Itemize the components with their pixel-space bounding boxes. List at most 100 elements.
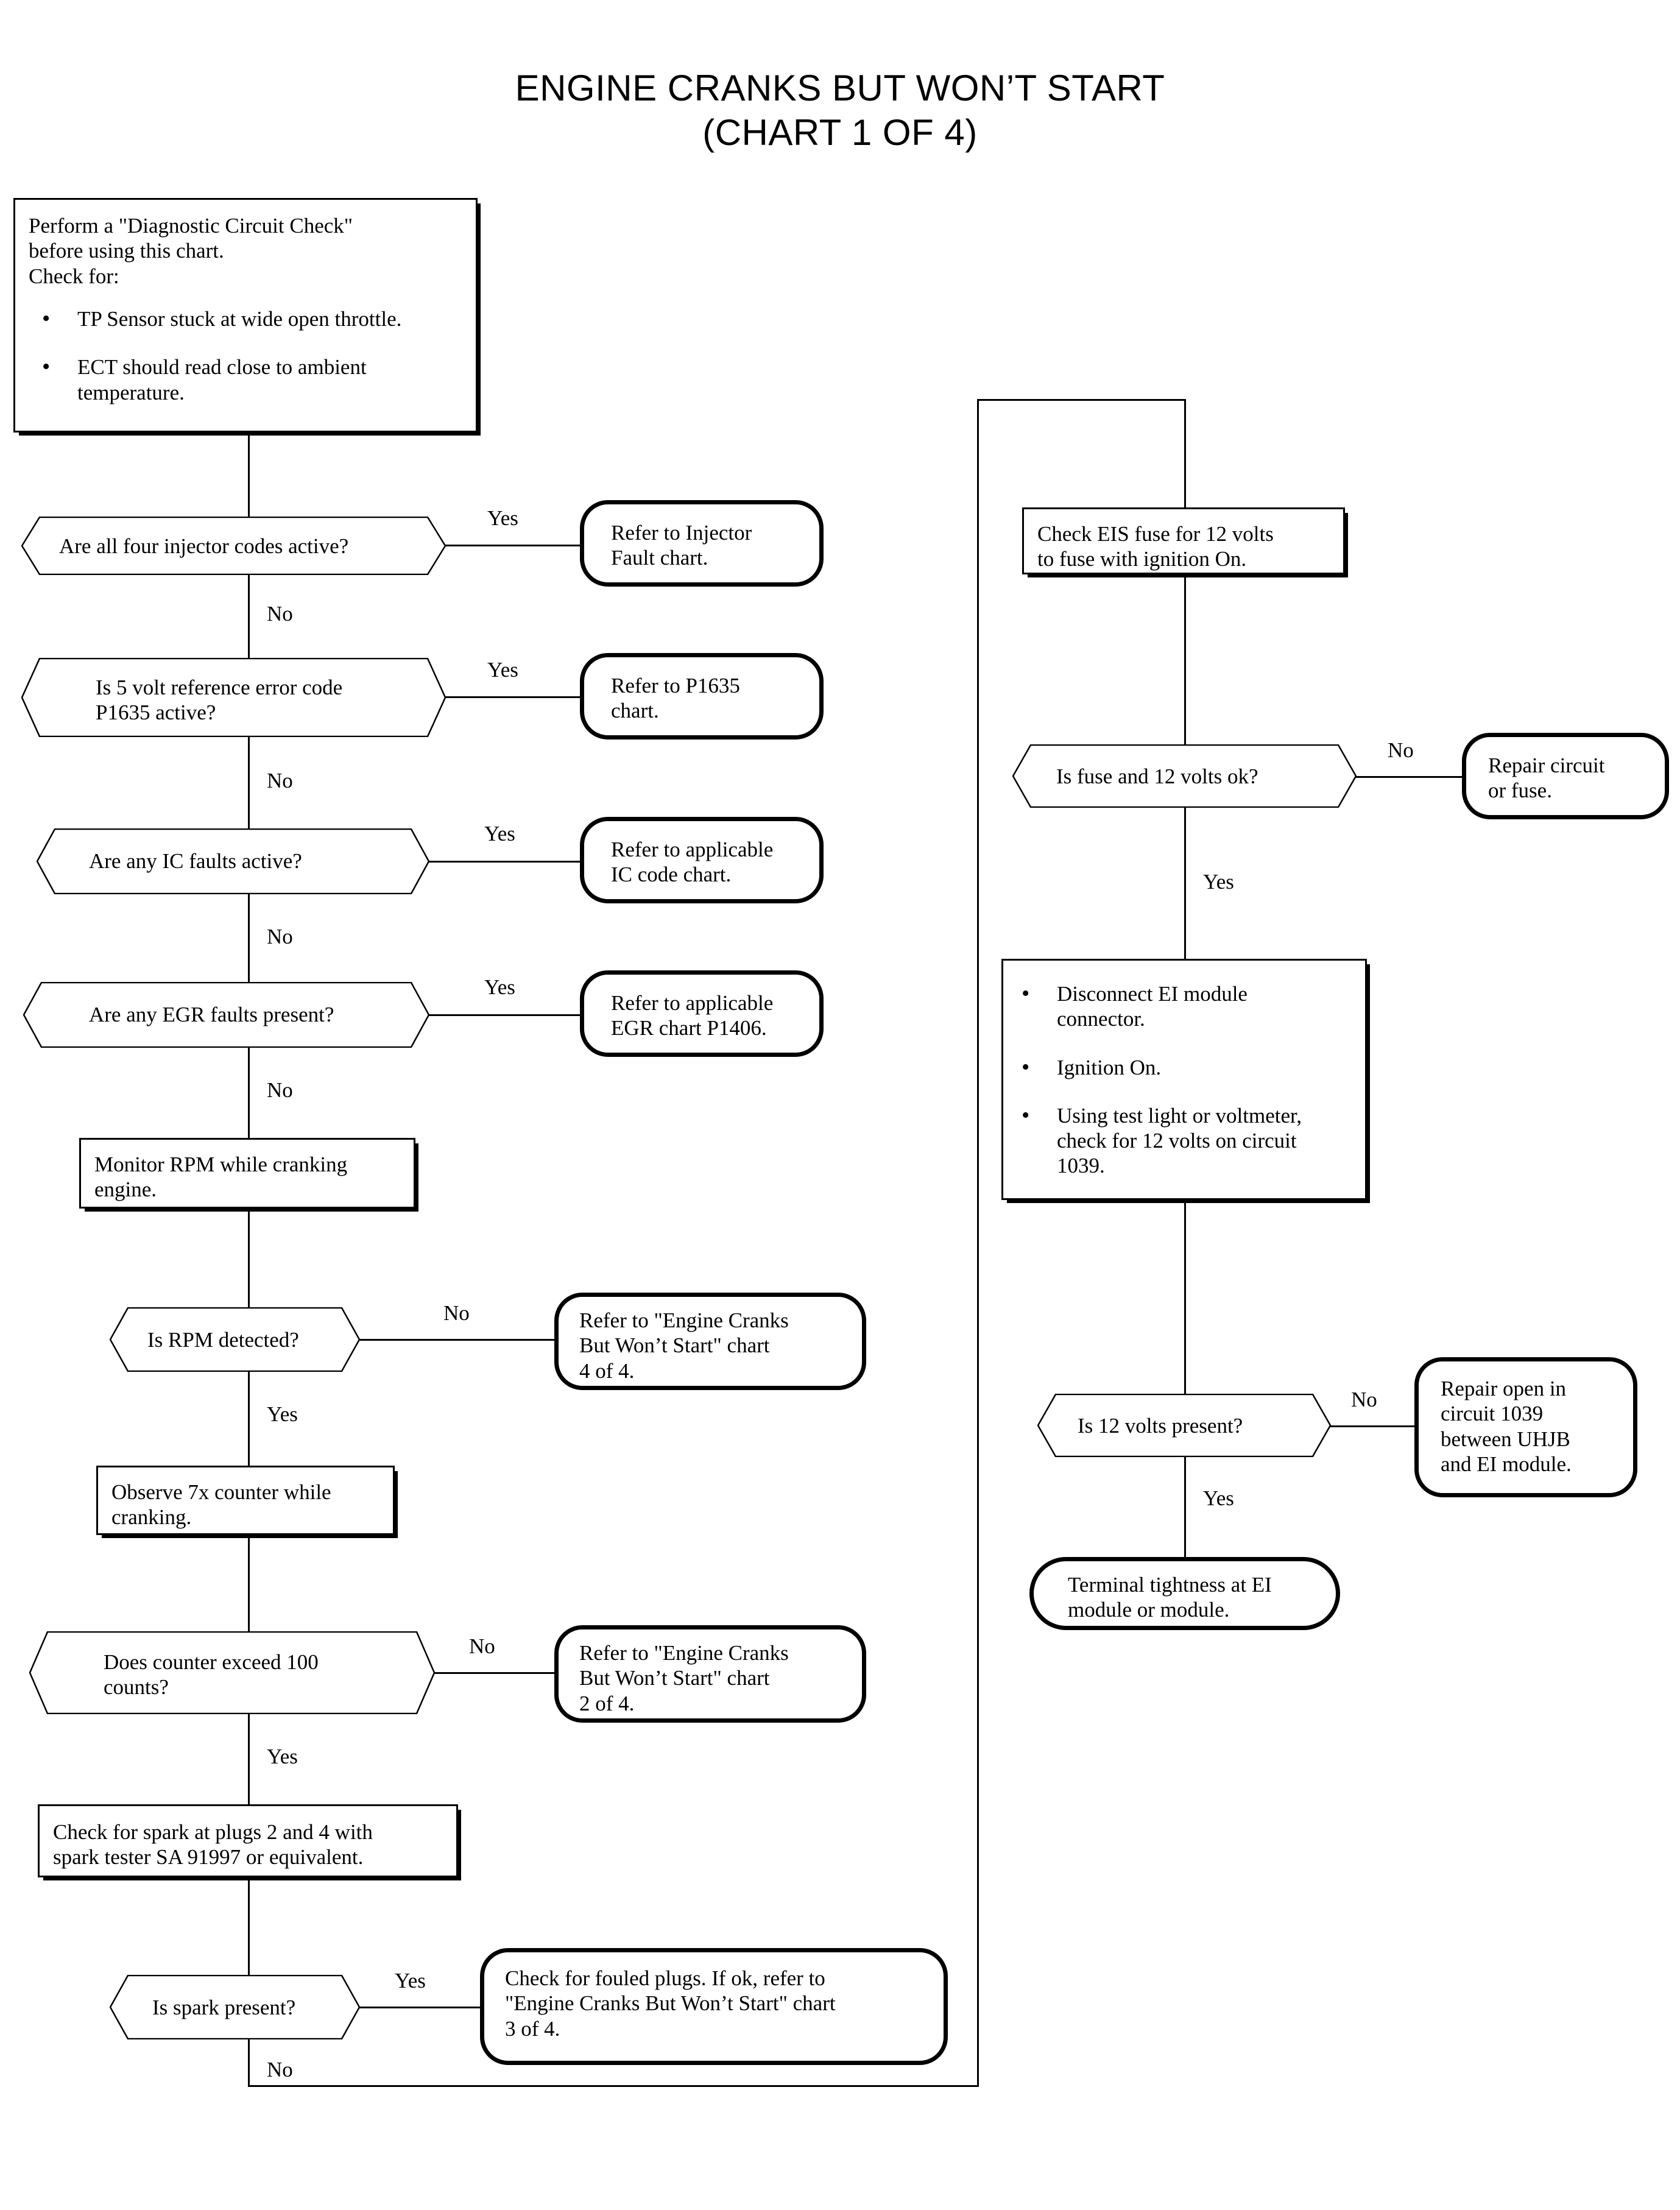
decision-counter-exceed-100: Does counter exceed 100 counts? bbox=[29, 1631, 435, 1714]
terminator-label: Refer to Injector Fault chart. bbox=[611, 521, 752, 570]
branch-label-yes: Yes bbox=[484, 822, 515, 846]
terminator-chart-2-of-4: Refer to "Engine Cranks But Won’t Start"… bbox=[554, 1625, 866, 1723]
connector-bottom-horizontal bbox=[248, 2085, 979, 2087]
list-item: Ignition On. bbox=[1017, 1054, 1358, 1081]
hexagon-shape bbox=[1037, 1394, 1331, 1457]
terminator-chart-3-of-4: Check for fouled plugs. If ok, refer to … bbox=[480, 1948, 948, 2065]
terminator-ic-code-chart: Refer to applicable IC code chart. bbox=[580, 817, 824, 903]
branch-label-no: No bbox=[267, 925, 293, 948]
connector-d7-no-vertical bbox=[248, 2038, 250, 2087]
ei-module-bullet-list: Disconnect EI module connector. Ignition… bbox=[1017, 980, 1358, 1179]
branch-label-yes: Yes bbox=[267, 1402, 298, 1426]
connector-d1-no bbox=[248, 574, 250, 659]
connector-p1-to-d5 bbox=[248, 1209, 250, 1308]
terminator-label: Check for fouled plugs. If ok, refer to … bbox=[505, 1966, 836, 2041]
branch-label-no: No bbox=[267, 1078, 293, 1102]
decision-label: Is spark present? bbox=[152, 1996, 296, 2019]
process-check-eis-fuse: Check EIS fuse for 12 volts to fuse with… bbox=[1022, 507, 1345, 574]
terminator-label: Refer to applicable EGR chart P1406. bbox=[611, 991, 774, 1040]
decision-ic-faults: Are any IC faults active? bbox=[37, 828, 429, 894]
list-item: Using test light or voltmeter, check for… bbox=[1017, 1102, 1358, 1179]
connector-d2-no bbox=[248, 736, 250, 830]
decision-label: Is 5 volt reference error code P1635 act… bbox=[96, 676, 343, 725]
connector-d3-yes bbox=[429, 861, 581, 863]
connector-p2-to-d6 bbox=[248, 1535, 250, 1633]
branch-label-yes: Yes bbox=[1203, 870, 1234, 894]
process-observe-7x-counter: Observe 7x counter while cranking. bbox=[96, 1466, 395, 1535]
branch-label-yes: Yes bbox=[487, 658, 518, 682]
process-check-spark-plugs: Check for spark at plugs 2 and 4 with sp… bbox=[38, 1804, 458, 1877]
connector-d8-yes bbox=[1184, 807, 1186, 960]
branch-label-no: No bbox=[443, 1301, 470, 1325]
branch-label-yes: Yes bbox=[1203, 1486, 1234, 1510]
connector-d5-yes bbox=[248, 1371, 250, 1467]
branch-label-no: No bbox=[267, 2058, 293, 2081]
process-label: Check EIS fuse for 12 volts to fuse with… bbox=[1037, 522, 1274, 571]
branch-label-no: No bbox=[1388, 738, 1414, 762]
connector-d9-no bbox=[1330, 1425, 1416, 1427]
decision-label: Are any IC faults active? bbox=[89, 849, 302, 873]
terminator-egr-chart-p1406: Refer to applicable EGR chart P1406. bbox=[580, 970, 824, 1057]
terminator-terminal-tightness: Terminal tightness at EI module or modul… bbox=[1029, 1557, 1340, 1630]
hexagon-shape bbox=[23, 982, 429, 1048]
process-label: Observe 7x counter while cranking. bbox=[111, 1480, 331, 1530]
branch-label-yes: Yes bbox=[395, 1969, 426, 1993]
process-label: Monitor RPM while cranking engine. bbox=[94, 1153, 348, 1202]
terminator-repair-open-circuit-1039: Repair open in circuit 1039 between UHJB… bbox=[1414, 1357, 1637, 1497]
intro-instruction-box: Perform a "Diagnostic Circuit Check" bef… bbox=[13, 198, 478, 432]
list-item: Disconnect EI module connector. bbox=[1017, 980, 1358, 1032]
hexagon-shape bbox=[110, 1975, 360, 2039]
hexagon-shape bbox=[21, 658, 446, 737]
terminator-p1635-chart: Refer to P1635 chart. bbox=[580, 653, 824, 740]
connector-d7-yes bbox=[359, 2007, 481, 2008]
hexagon-shape bbox=[37, 828, 429, 894]
connector-d2-yes bbox=[445, 696, 581, 698]
page-title: ENGINE CRANKS BUT WON’T START (CHART 1 O… bbox=[515, 68, 1165, 154]
connector-d6-yes bbox=[248, 1713, 250, 1809]
connector-intro-to-d1 bbox=[248, 432, 250, 518]
branch-label-no: No bbox=[1351, 1388, 1377, 1411]
hexagon-shape bbox=[21, 517, 446, 575]
decision-label: Does counter exceed 100 counts? bbox=[104, 1650, 319, 1700]
intro-bullet-list: TP Sensor stuck at wide open throttle. E… bbox=[37, 305, 464, 405]
hexagon-shape bbox=[1012, 744, 1357, 808]
decision-label: Is fuse and 12 volts ok? bbox=[1056, 764, 1258, 788]
process-monitor-rpm: Monitor RPM while cranking engine. bbox=[79, 1138, 415, 1209]
decision-rpm-detected: Is RPM detected? bbox=[110, 1307, 360, 1372]
decision-egr-faults: Are any EGR faults present? bbox=[23, 982, 429, 1048]
hexagon-shape bbox=[29, 1631, 435, 1714]
list-item: TP Sensor stuck at wide open throttle. bbox=[37, 305, 464, 333]
branch-label-yes: Yes bbox=[487, 506, 518, 530]
decision-12-volts-present: Is 12 volts present? bbox=[1037, 1394, 1331, 1457]
connector-p3-to-d7 bbox=[248, 1877, 250, 1987]
terminator-label: Refer to applicable IC code chart. bbox=[611, 838, 774, 887]
decision-label: Are any EGR faults present? bbox=[89, 1003, 334, 1026]
terminator-label: Terminal tightness at EI module or modul… bbox=[1068, 1573, 1272, 1622]
intro-heading: Perform a "Diagnostic Circuit Check" bef… bbox=[29, 214, 353, 288]
connector-d8-no bbox=[1356, 776, 1463, 778]
terminator-label: Repair circuit or fuse. bbox=[1488, 754, 1605, 803]
decision-injector-codes: Are all four injector codes active? bbox=[21, 517, 446, 575]
connector-d9-yes bbox=[1184, 1456, 1186, 1559]
decision-fuse-12-volts-ok: Is fuse and 12 volts ok? bbox=[1012, 744, 1357, 808]
terminator-repair-circuit-or-fuse: Repair circuit or fuse. bbox=[1462, 733, 1669, 819]
connector-top-horizontal bbox=[977, 399, 1186, 401]
branch-label-yes: Yes bbox=[484, 975, 515, 999]
connector-d6-no bbox=[434, 1672, 556, 1674]
decision-label: Is 12 volts present? bbox=[1078, 1414, 1243, 1438]
connector-into-p4 bbox=[1184, 399, 1186, 509]
connector-d4-no bbox=[248, 1047, 250, 1139]
connector-p4-to-d8 bbox=[1184, 574, 1186, 745]
terminator-injector-fault-chart: Refer to Injector Fault chart. bbox=[580, 500, 824, 587]
connector-d5-no bbox=[359, 1339, 556, 1341]
decision-label: Are all four injector codes active? bbox=[59, 534, 349, 558]
connector-p5-to-d9 bbox=[1184, 1200, 1186, 1395]
hexagon-shape bbox=[110, 1307, 360, 1372]
decision-label: Is RPM detected? bbox=[147, 1328, 299, 1352]
terminator-label: Refer to P1635 chart. bbox=[611, 674, 740, 723]
connector-d3-no bbox=[248, 893, 250, 984]
list-item: ECT should read close to ambient tempera… bbox=[37, 353, 464, 405]
terminator-chart-4-of-4: Refer to "Engine Cranks But Won’t Start"… bbox=[554, 1293, 866, 1390]
terminator-label: Refer to "Engine Cranks But Won’t Start"… bbox=[579, 1641, 789, 1715]
